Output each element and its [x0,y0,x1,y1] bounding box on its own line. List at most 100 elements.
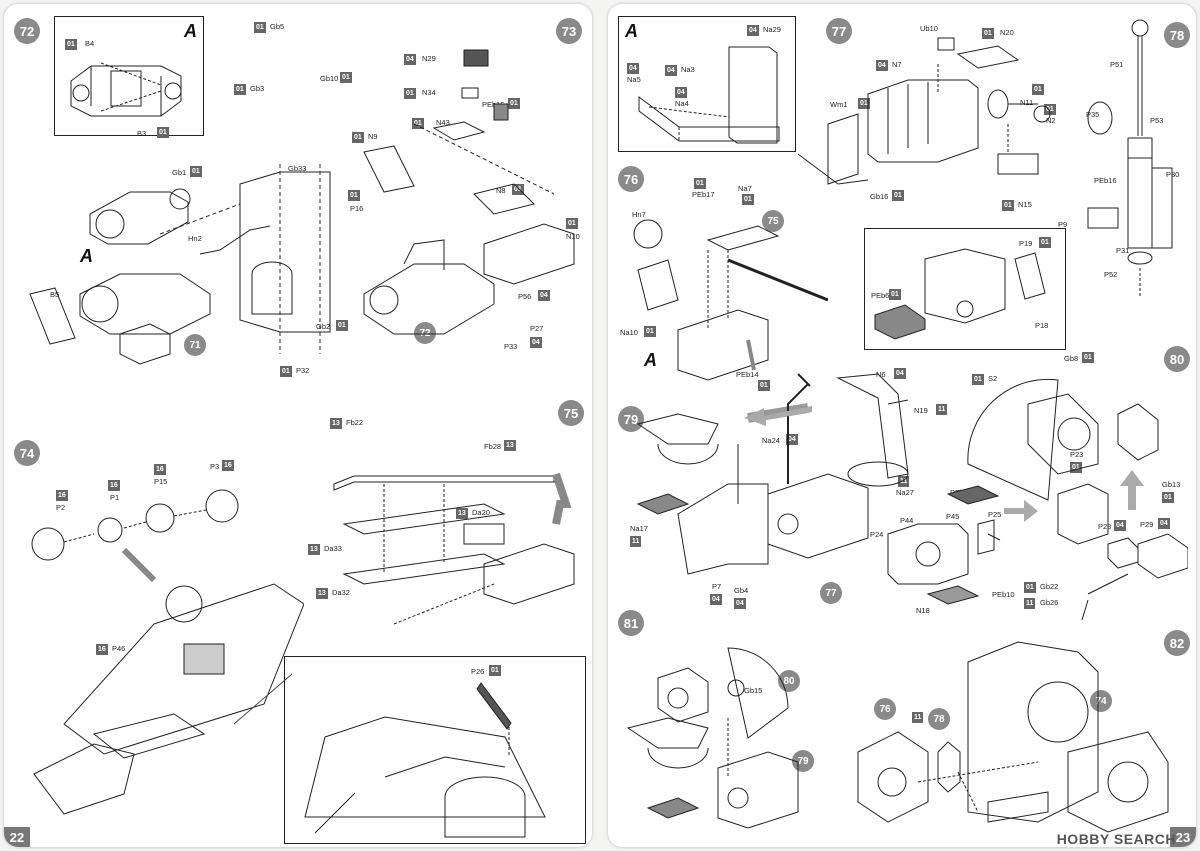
sprue-badge: 04 [538,290,550,301]
inset-letter: A [184,21,197,41]
sprue-badge: 01 [982,28,994,39]
detail-inset: P26 01 [284,656,586,844]
part-label: N7 [892,60,902,69]
part-label: Gb15 [744,686,763,695]
sprue-badge: 16 [108,480,120,491]
part-label: Na10 [620,328,638,337]
part-label: P23 [1070,450,1084,459]
part-label: S2 [988,374,998,383]
part-label: P26 [471,667,485,676]
part-label: N34 [422,88,436,97]
sprue-badge: 04 [1158,518,1170,529]
hobby-search-watermark: HOBBY SEARCH [1056,831,1176,847]
sprue-badge: 01 [694,178,706,189]
step-number-72: 72 [14,18,40,44]
direction-arrow [1120,470,1144,510]
sprue-badge: 04 [894,368,906,379]
part-label: PEb10 [992,590,1015,599]
direction-arrow [744,406,812,426]
part-label: Gb22 [1040,582,1059,591]
sprue-badge: 01 [512,184,524,195]
sprue-badge: 13 [316,588,328,599]
sprue-badge: 01 [758,380,770,391]
part-label: Na3 [681,65,695,74]
part-label: P32 [296,366,310,375]
part-label: Na24 [762,436,780,445]
part-label: Na7 [738,184,752,193]
part-label: P15 [154,477,168,486]
step-number-79: 79 [618,406,644,432]
sprue-badge: 16 [96,644,108,655]
sprue-badge: 04 [1114,520,1126,531]
part-label: P18 [1035,321,1049,330]
part-label: P9 [1058,220,1068,229]
assembly-letter: A [644,350,657,370]
sprue-badge: 01 [1044,104,1056,115]
sprue-badge: 04 [734,598,746,609]
part-label: Hn2 [188,234,202,243]
sprue-badge: 01 [1082,352,1094,363]
sprue-badge: 01 [280,366,292,377]
step-reference: 76 [874,698,896,720]
sprue-badge: 01 [566,218,578,229]
part-label: P3 [210,462,220,471]
direction-arrow [1004,500,1038,522]
part-label: Gb3 [250,84,265,93]
step-reference: 78 [928,708,950,730]
step-number-74: 74 [14,440,40,466]
part-label: N43 [436,118,450,127]
part-label: PEb17 [692,190,715,199]
inset-box-a: A 01 B4 B3 01 [54,16,204,138]
sprue-badge: 16 [222,460,234,471]
sprue-badge: 01 [892,190,904,201]
sprue-badge: 01 [404,88,416,99]
detail-inset: P19 01 PEb6 01 P18 [864,228,1066,350]
storage-rack-drawing [797,37,1051,185]
sprue-badge: 01 [858,98,870,109]
part-label: N20 [1000,28,1014,37]
part-label: P29 [1140,520,1154,529]
sprue-badge: 01 [1039,237,1051,248]
part-label: P1 [110,493,120,502]
part-label: B4 [85,39,95,48]
part-label: Na29 [763,25,781,34]
sprue-badge: 01 [1162,492,1174,503]
sprue-badge: 04 [876,60,888,71]
part-label: P31 [1116,246,1130,255]
step-number-82: 82 [1164,630,1190,656]
part-label: Ub10 [920,24,938,33]
sprue-badge: 13 [456,508,468,519]
part-label: P30 [1166,170,1180,179]
sprue-badge: 01 [644,326,656,337]
part-label: PEb6 [871,291,890,300]
part-label: P35 [1086,110,1100,119]
detail-drawing [304,682,546,838]
part-label: N2 [1046,116,1056,125]
part-label: P51 [1110,60,1124,69]
part-label: P53 [1150,116,1164,125]
sprue-badge: 01 [889,289,901,300]
sprue-badge: 04 [665,65,677,76]
part-label: N8 [496,186,506,195]
sprue-badge: 01 [1002,200,1014,211]
sprue-badge: 01 [234,84,246,95]
part-label: P19 [1019,239,1033,248]
part-label: Gb2 [316,322,331,331]
part-label: Da20 [472,508,490,517]
part-label: Gb26 [1040,598,1059,607]
sprue-badge: 04 [786,434,798,445]
step-reference: 72 [414,322,436,344]
part-label: P27 [530,324,544,333]
sprue-badge: 01 [1024,582,1036,593]
step-reference: 71 [184,334,206,356]
step-number-77: 77 [826,18,852,44]
part-label: N18 [916,606,930,615]
sprue-badge: 01 [190,166,202,177]
step-reference: 75 [762,210,784,232]
part-label: P56 [518,292,532,301]
step-number-73: 73 [556,18,582,44]
part-label: Da33 [324,544,342,553]
page-number: 23 [1170,827,1196,847]
part-label: P45 [946,512,960,521]
part-label: P24 [870,530,884,539]
